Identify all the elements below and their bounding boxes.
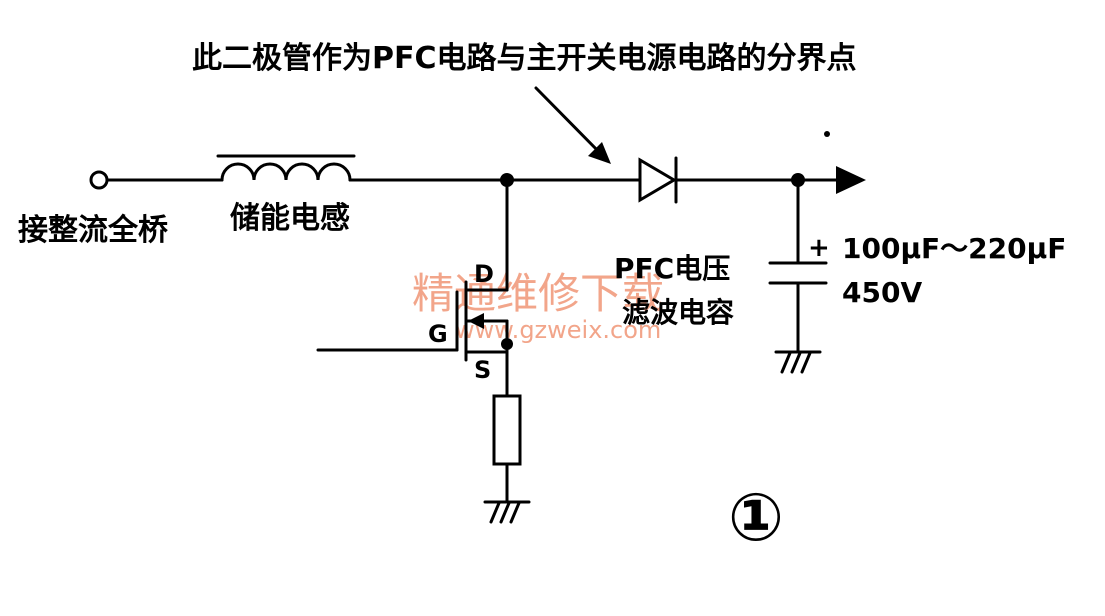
- ground-source-hatch-1: [489, 501, 501, 524]
- input-label: 接整流全桥: [18, 213, 168, 248]
- ground-source-hatch-3: [509, 501, 521, 524]
- input-terminal: [89, 170, 109, 190]
- ground-cap-hatch-3: [800, 351, 812, 374]
- figure-number: ①: [728, 479, 784, 556]
- junction-dot-source: [501, 338, 513, 350]
- annotation-text: 此二极管作为PFC电路与主开关电源电路的分界点: [192, 41, 857, 76]
- output-arrow: [836, 166, 866, 194]
- annotation-pointer: [534, 86, 605, 158]
- mosfet-body-arrow: [468, 313, 484, 329]
- inductor-coil: [220, 162, 352, 182]
- annotation-arrowhead: [588, 142, 611, 164]
- stray-dot: [824, 131, 830, 137]
- junction-dot-drain: [500, 173, 514, 187]
- diode-body: [638, 157, 677, 203]
- capacitor-title-line2: 滤波电容: [622, 296, 734, 329]
- sense-resistor: [492, 394, 522, 466]
- ground-cap-hatch-1: [780, 351, 792, 374]
- drain-label: D: [474, 260, 494, 288]
- capacitor-value: 100μF～220μF: [842, 232, 1066, 265]
- wiring: [89, 86, 842, 524]
- filled-marks: [468, 131, 866, 350]
- capacitor-title-line1: PFC电压: [614, 252, 730, 285]
- capacitor-plus-sign: +: [808, 233, 830, 263]
- ground-cap-hatch-2: [790, 351, 802, 374]
- source-label: S: [474, 356, 491, 384]
- capacitor-voltage: 450V: [842, 276, 922, 309]
- junction-dot-cap: [791, 173, 805, 187]
- ground-source-hatch-2: [499, 501, 511, 524]
- inductor-label: 储能电感: [230, 201, 350, 236]
- gate-label: G: [428, 320, 448, 348]
- watermark-text: 精通维修下载: [412, 269, 664, 318]
